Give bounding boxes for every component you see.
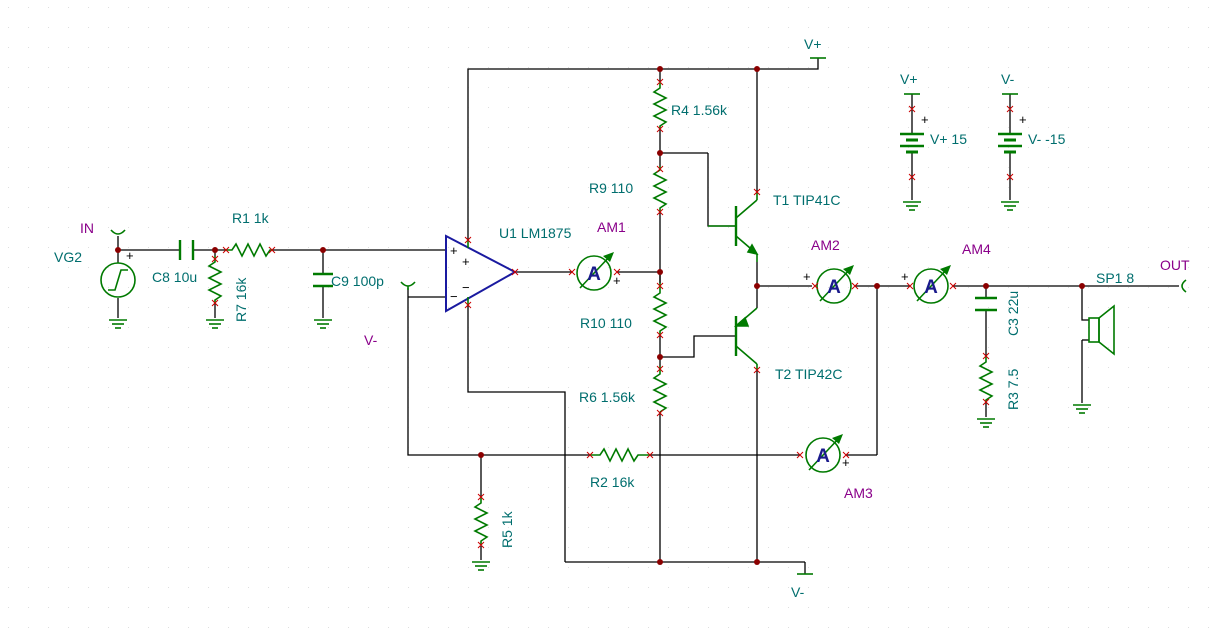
label-r9: R9 110 [589, 180, 633, 196]
label-t1: T1 TIP41C [773, 192, 840, 208]
resistor-r5 [473, 497, 489, 545]
label-r6: R6 1.56k [579, 389, 636, 405]
wires [117, 58, 1179, 574]
resistor-r1 [226, 242, 272, 258]
svg-text:A: A [827, 277, 841, 298]
ammeter-am4: A + [901, 265, 951, 304]
battery-vplus: + [900, 112, 929, 154]
pin-markers [211, 78, 1014, 549]
label-bat-neg: V- -15 [1028, 131, 1066, 147]
signal-source-vg2: + [100, 229, 136, 298]
svg-text:−: − [450, 289, 458, 304]
label-r5: R5 1k [499, 510, 515, 548]
resistor-r7 [207, 256, 223, 303]
svg-text:+: + [462, 254, 470, 269]
label-c9: C9 100p [331, 273, 384, 289]
capacitor-c8 [178, 240, 195, 260]
svg-text:+: + [803, 269, 811, 284]
label-r4: R4 1.56k [671, 102, 728, 118]
label-am2: AM2 [811, 237, 840, 253]
svg-text:+: + [450, 243, 458, 258]
transistor-t2 [733, 307, 758, 370]
opamp-u1: + − + − [445, 234, 518, 313]
ammeter-am2: A + [803, 265, 854, 304]
label-vminus-bottom: V- [791, 584, 805, 600]
svg-text:+: + [613, 273, 621, 288]
svg-text:A: A [816, 446, 830, 467]
resistor-r2 [590, 447, 650, 463]
label-r1: R1 1k [232, 210, 270, 226]
svg-text:+: + [1019, 112, 1027, 127]
resistor-r10 [652, 283, 668, 335]
label-am4: AM4 [962, 241, 991, 257]
label-in: IN [80, 220, 94, 236]
ammeter-am3: A + [805, 434, 850, 473]
svg-text:+: + [921, 112, 929, 127]
component-labels: IN VG2 C8 10u R1 1k R7 16k C9 100p V- U1… [54, 36, 1190, 600]
label-am1: AM1 [597, 219, 626, 235]
label-t2: T2 TIP42C [775, 366, 842, 382]
label-vplus-top: V+ [804, 36, 822, 52]
svg-text:+: + [126, 248, 134, 263]
battery-vminus: + [998, 112, 1027, 154]
transistor-t1 [708, 192, 759, 262]
label-u1: U1 LM1875 [499, 225, 572, 241]
label-bat-pos: V+ 15 [930, 131, 967, 147]
label-r2: R2 16k [590, 474, 635, 490]
label-vminus-left: V- [364, 332, 378, 348]
junction-dots [115, 66, 1085, 565]
svg-text:A: A [924, 277, 938, 298]
capacitor-c9 [313, 272, 333, 288]
svg-text:+: + [842, 455, 850, 470]
ammeter-am1: A + [576, 252, 621, 291]
svg-text:+: + [901, 269, 909, 284]
label-vminus-battery: V- [1001, 71, 1015, 87]
resistor-r4 [652, 82, 668, 128]
label-c8: C8 10u [152, 269, 197, 285]
power-terminals [400, 57, 1187, 575]
label-vplus-battery: V+ [900, 71, 918, 87]
label-c3: C3 22u [1005, 291, 1021, 336]
speaker-sp1 [1088, 304, 1115, 356]
label-sp1: SP1 8 [1096, 270, 1134, 286]
label-r10: R10 110 [580, 315, 632, 331]
svg-text:A: A [587, 264, 601, 285]
svg-text:−: − [462, 280, 470, 295]
label-out: OUT [1160, 257, 1190, 273]
resistor-r3 [978, 356, 994, 402]
label-vg2: VG2 [54, 249, 82, 265]
label-r7: R7 16k [233, 277, 249, 322]
label-r3: R3 7.5 [1005, 369, 1021, 410]
resistor-r6 [652, 366, 668, 413]
label-am3: AM3 [844, 485, 873, 501]
capacitor-c3 [975, 296, 997, 312]
